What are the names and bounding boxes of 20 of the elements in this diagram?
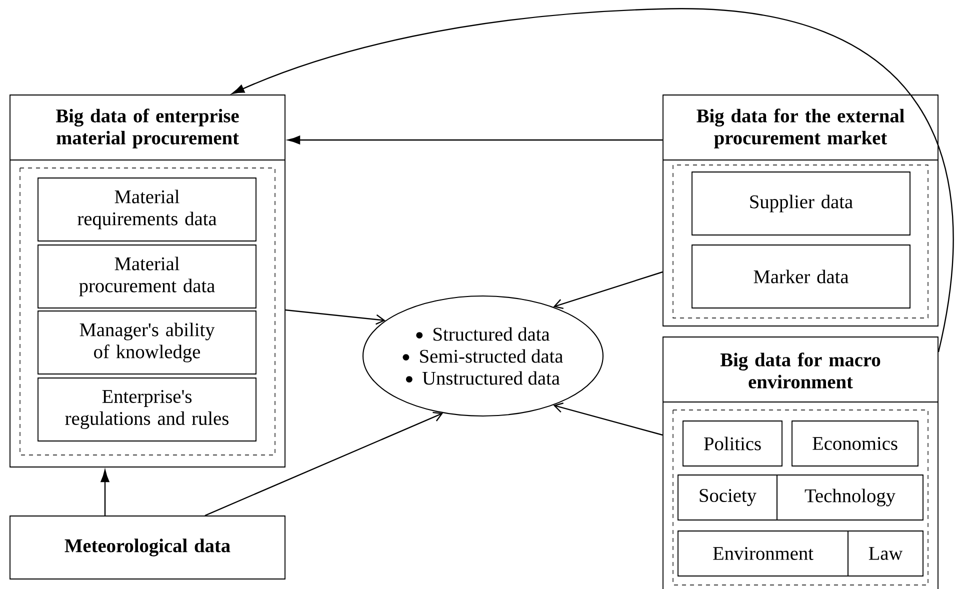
data-box: Law: [848, 530, 924, 576]
arrow: [553, 271, 663, 310]
data-box: Material requirements data: [38, 178, 256, 242]
data-box: Politics: [682, 420, 782, 466]
data-box: Society: [678, 474, 778, 520]
data-box: Material procurement data: [38, 244, 256, 308]
arrow: [285, 309, 386, 325]
data-box: Economics: [792, 420, 918, 466]
data-box: Marker data: [692, 244, 910, 308]
data-box: Technology: [776, 474, 924, 520]
data-box: Manager's ability of knowledge: [38, 310, 256, 374]
data-box: Environment: [678, 530, 848, 576]
data-box: Supplier data: [692, 172, 910, 236]
arrow: [204, 412, 444, 516]
arrow: [232, 8, 954, 352]
arrow: [100, 470, 110, 516]
data-box: Enterprise's regulations and rules: [38, 378, 256, 442]
data-box: Meteorological data: [10, 516, 286, 580]
arrow: [288, 136, 663, 144]
arrow: [553, 402, 663, 436]
